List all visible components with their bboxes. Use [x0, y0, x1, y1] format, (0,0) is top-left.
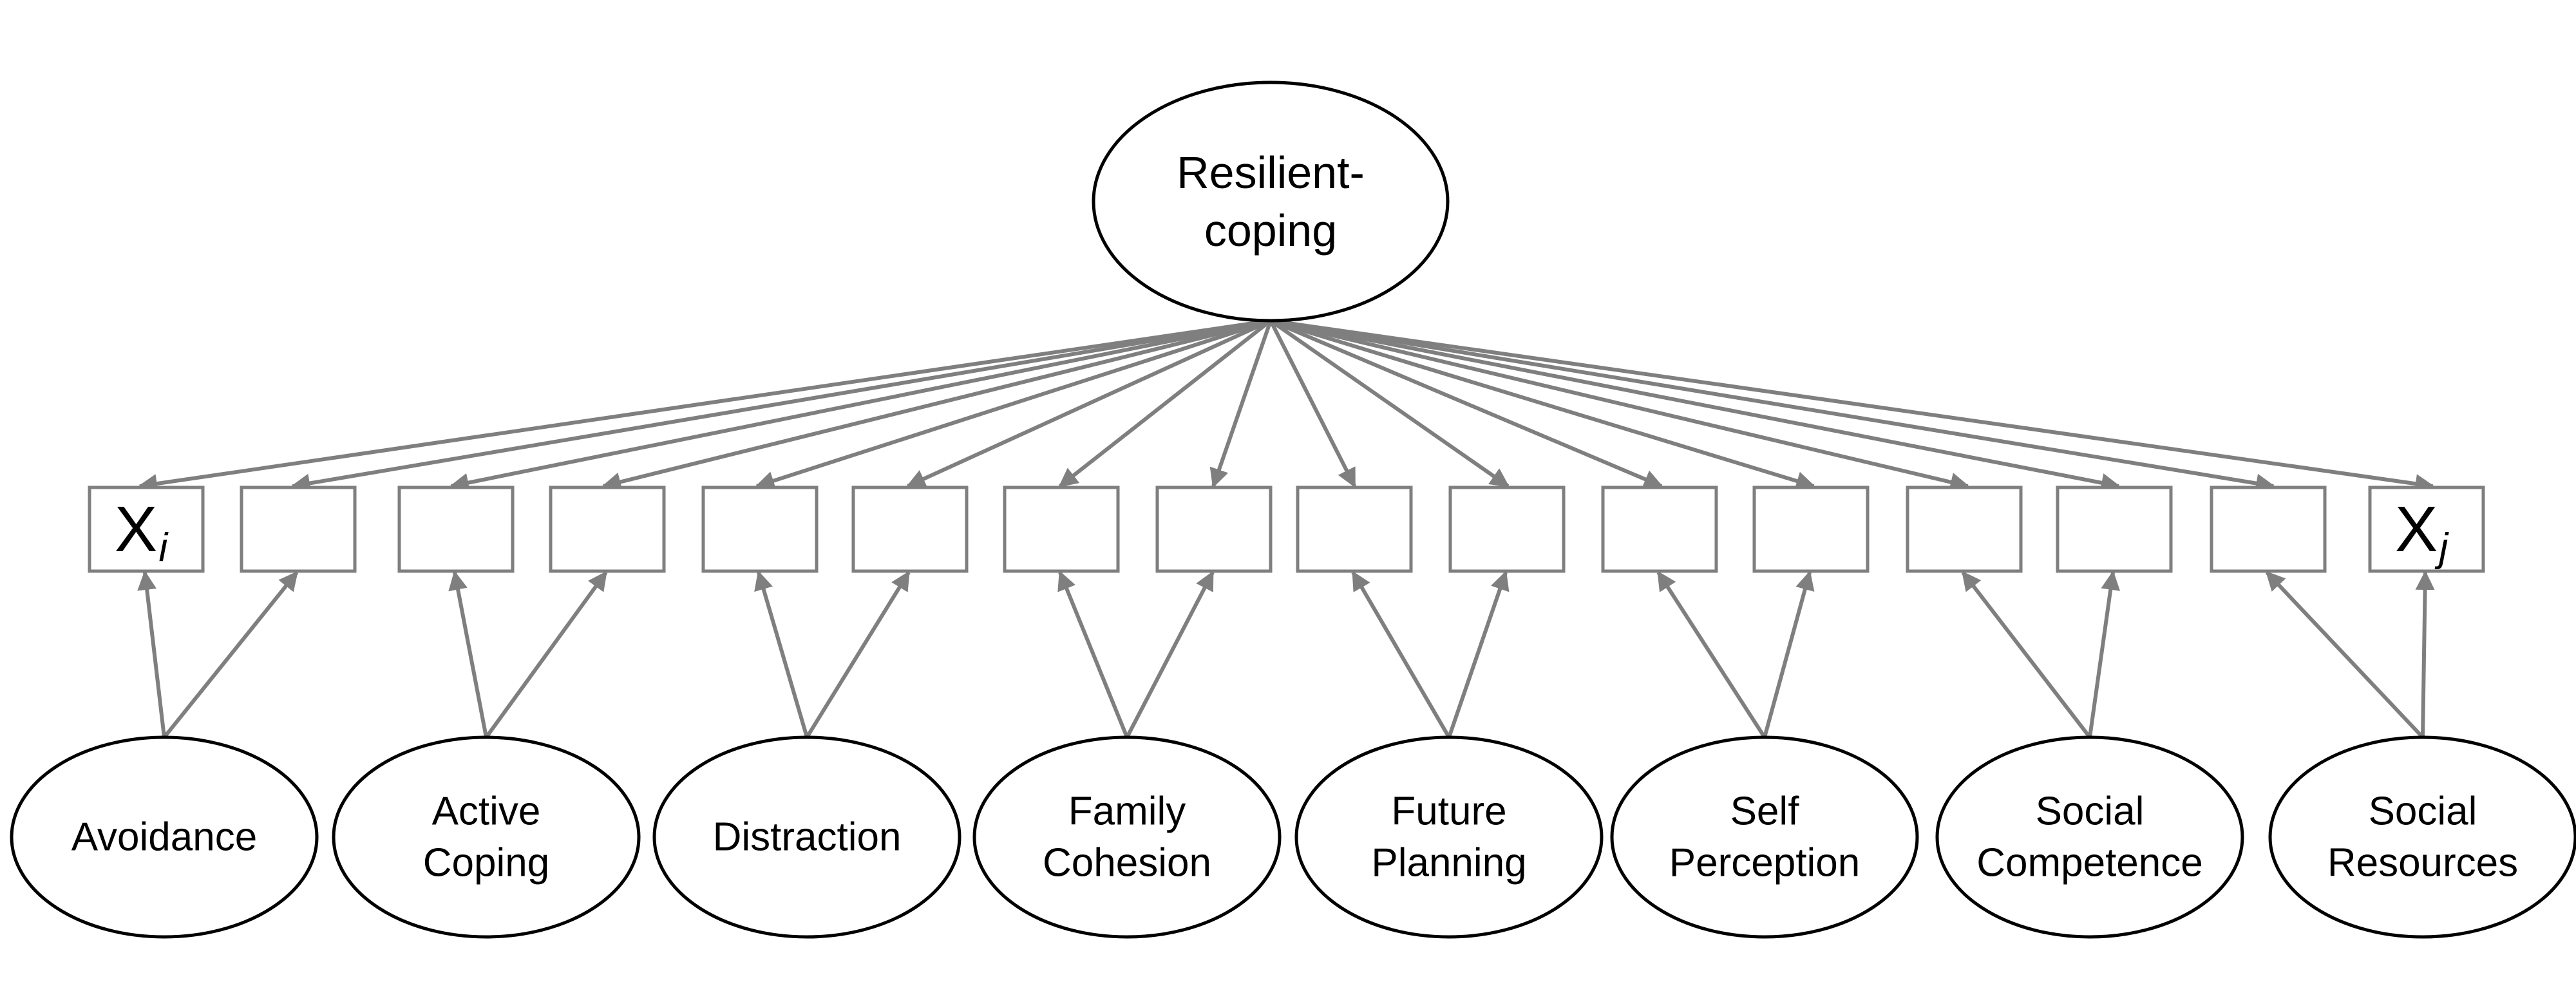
specific-loading-arrow — [137, 571, 166, 738]
global-factor-label-line2: coping — [1204, 205, 1337, 256]
global-factor-ellipse — [1092, 80, 1450, 323]
specific-loading-arrow — [1763, 571, 1815, 738]
specific-loading-arrow — [484, 571, 608, 739]
indicator-box — [1906, 486, 2023, 573]
specific-factor-ellipse — [332, 735, 641, 939]
specific-factor-label: Future — [1391, 789, 1506, 834]
specific-loading-arrow — [805, 571, 911, 739]
indicator-box — [1752, 486, 1870, 573]
specific-factor-ellipse — [972, 735, 1282, 939]
specific-factor-ellipse — [1294, 735, 1604, 939]
global-loading-arrow — [601, 319, 1271, 492]
global-loading-arrow — [1209, 320, 1273, 488]
indicator-box: Xj — [2368, 486, 2485, 573]
global-loading-arrow — [1270, 319, 2276, 493]
specific-loading-arrow — [2265, 571, 2425, 739]
indicator-box — [397, 486, 515, 573]
specific-factor: Avoidance — [10, 735, 319, 939]
global-loading-arrow — [1270, 319, 1816, 491]
specific-factor-label: Self — [1730, 789, 1800, 834]
specific-factor-label: Perception — [1669, 841, 1860, 885]
global-loading-arrow — [1269, 319, 1510, 488]
specific-loading-arrow — [162, 571, 299, 739]
specific-factor-ellipse — [1935, 735, 2244, 939]
specific-loading-arrow — [2088, 571, 2121, 738]
global-loading-arrow — [1058, 319, 1272, 488]
indicator-box — [701, 486, 819, 573]
indicator-box — [240, 486, 357, 573]
global-loading-arrow — [1269, 319, 1357, 488]
specific-factor-label: Distraction — [713, 815, 902, 860]
indicator-box — [1155, 486, 1273, 573]
specific-loading-arrow — [1351, 571, 1451, 739]
specific-factor-ellipse — [10, 735, 319, 939]
global-loading-arrow — [290, 319, 1271, 493]
specific-loading-arrow — [754, 571, 809, 738]
specific-factor-label: Family — [1068, 789, 1186, 834]
specific-factor-ellipse — [652, 735, 961, 939]
specific-factor-label: Avoidance — [71, 815, 257, 860]
global-loading-arrow — [1270, 319, 1970, 492]
specific-factor: Distraction — [652, 735, 961, 939]
global-loading-arrow — [1269, 319, 1663, 489]
global-factor: Resilient- coping — [1092, 80, 1450, 323]
indicator-label: Xi — [115, 493, 169, 570]
specific-factor-ellipse — [2268, 735, 2576, 939]
specific-loading-arrow — [1961, 571, 2092, 739]
indicator-box — [851, 486, 969, 573]
global-loading-arrow — [755, 319, 1271, 490]
specific-factor-label: Social — [2036, 789, 2145, 834]
indicator-box — [1601, 486, 1718, 573]
specific-factor-ellipse — [1610, 735, 1919, 939]
global-loading-arrow — [1270, 319, 2435, 494]
indicator-box — [1003, 486, 1120, 573]
indicator-box — [2210, 486, 2327, 573]
specific-factor-label: Planning — [1371, 841, 1526, 885]
specific-loading-arrow — [1656, 571, 1766, 739]
indicators-layer: Xi Xj — [88, 486, 2485, 573]
specific-loading-arrow — [1125, 571, 1215, 739]
indicator-box — [1296, 486, 1413, 573]
global-loading-arrow — [905, 319, 1272, 488]
specific-loading-arrow — [1057, 571, 1129, 739]
specific-factor-label: Active — [432, 789, 541, 834]
specific-factor-label: Social — [2369, 789, 2477, 834]
global-factor-label-line1: Resilient- — [1177, 147, 1365, 198]
specific-loading-arrow — [448, 571, 488, 738]
specific-factor-label: Cohesion — [1043, 841, 1211, 885]
specific-factor-label: Resources — [2327, 841, 2518, 885]
indicator-box: Xi — [88, 486, 205, 573]
indicator-box — [549, 486, 666, 573]
global-loading-arrow — [138, 319, 1271, 493]
specific-factor-label: Coping — [423, 841, 549, 885]
indicator-box — [2056, 486, 2173, 573]
global-loading-arrow — [449, 319, 1271, 493]
indicator-box — [1448, 486, 1566, 573]
specific-loading-arrow — [1447, 571, 1510, 738]
global-loading-arrow — [1270, 319, 2121, 493]
edges-layer — [137, 319, 2435, 739]
specific-factor-label: Competence — [1976, 841, 2203, 885]
specific-loading-arrow — [2415, 571, 2435, 738]
